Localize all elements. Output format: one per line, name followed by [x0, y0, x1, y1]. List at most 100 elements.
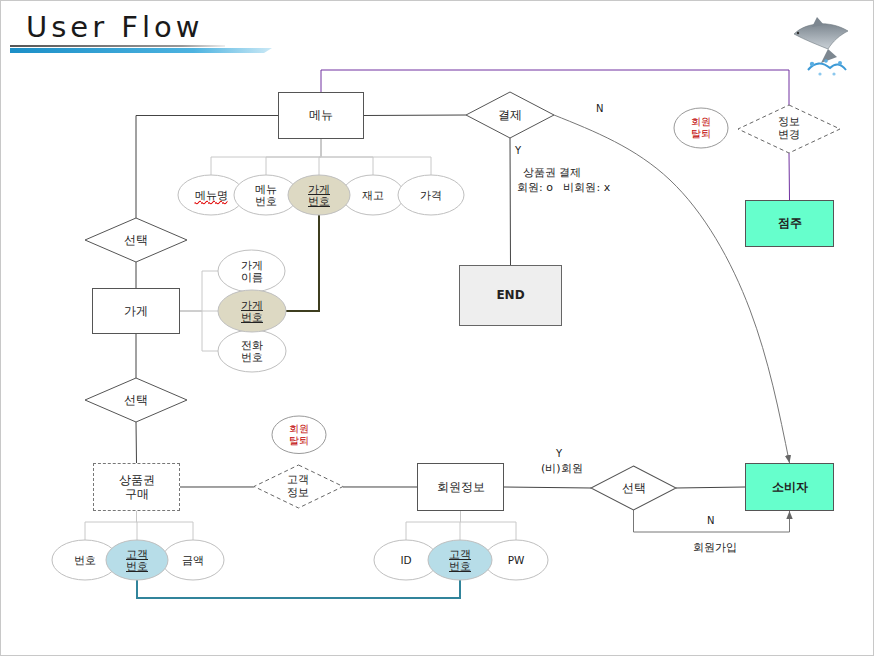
node-text: 가격 — [420, 189, 442, 201]
node-text: PW — [508, 554, 525, 566]
flow-line — [676, 487, 745, 488]
branch-note: (비)회원 — [540, 462, 584, 475]
ellipse-shape — [218, 250, 285, 292]
diamond-shape — [85, 218, 187, 262]
node-text: 메뉴명 — [195, 189, 228, 201]
attribute-line — [180, 271, 218, 311]
splash-drop — [824, 59, 828, 63]
ellipse-shape — [484, 540, 548, 580]
edge-label: N — [595, 103, 604, 115]
text-holder: 결제 — [498, 108, 522, 122]
flow-line — [364, 115, 466, 117]
entity-box: 회원정보 — [417, 463, 504, 511]
text-holder: 메뉴명 — [195, 189, 228, 201]
node-text: 메뉴 번호 — [255, 183, 277, 208]
text-holder: 가격 — [420, 189, 442, 201]
flow-line — [180, 486, 254, 487]
ellipse-shape — [218, 290, 286, 332]
text-holder: PW — [508, 554, 525, 566]
node-text: 상품권 구매 — [119, 473, 155, 501]
node-text: 선택 — [124, 393, 148, 407]
entity-box: 메뉴 — [278, 92, 364, 139]
withdraw-ellipse: 회원 탈퇴 — [272, 416, 326, 454]
note-text: 상품권 결제 — [522, 166, 583, 179]
branch-note: 회원가입 — [692, 541, 738, 554]
text-holder: 선택 — [124, 393, 148, 407]
attribute-ellipse: PW — [484, 540, 548, 580]
node-text: 고객 정보 — [287, 474, 309, 500]
text-holder: 선택 — [622, 481, 646, 495]
diamond-shape — [466, 92, 554, 138]
end-box: END — [459, 265, 562, 326]
text-holder: 고객 정보 — [287, 474, 309, 500]
ellipse-shape — [674, 108, 728, 148]
ellipse-shape — [428, 540, 492, 580]
text-holder: 메뉴 — [309, 108, 333, 122]
node-text: 회원정보 — [437, 480, 485, 494]
text-holder: 금액 — [182, 554, 204, 566]
key-attribute-ellipse: 고객 번호 — [106, 540, 168, 580]
ellipse-shape — [218, 330, 286, 372]
text-holder: 정보 변경 — [778, 116, 800, 142]
flow-line — [343, 486, 417, 487]
text-holder: 가게 번호 — [241, 299, 263, 324]
ellipse-shape — [272, 416, 326, 454]
text-holder: 가게 이름 — [241, 259, 263, 284]
text-holder: END — [496, 288, 524, 302]
text-holder: 전화 번호 — [241, 339, 263, 364]
text-holder: 번호 — [74, 554, 96, 566]
fish-eye — [797, 32, 799, 34]
node-text: 가게 이름 — [241, 259, 263, 284]
decision-diamond: 선택 — [591, 466, 676, 510]
fish-illustration — [794, 17, 848, 76]
flow-line — [136, 334, 137, 378]
flow-line — [510, 138, 512, 265]
text-holder: 가게 번호 — [308, 183, 330, 208]
flow-line — [136, 116, 278, 219]
node-text: 번호 — [74, 554, 96, 566]
key-attribute-ellipse: 가게 번호 — [218, 290, 286, 332]
fish-body — [794, 24, 848, 49]
splash-drop — [838, 61, 842, 65]
ellipse-shape — [342, 175, 404, 215]
diamond-shape — [85, 378, 187, 422]
node-text: 가게 번호 — [308, 183, 330, 208]
attribute-line — [137, 511, 194, 540]
splash-drop — [818, 72, 821, 75]
title-rule — [10, 45, 225, 47]
node-text: 고객 번호 — [449, 548, 471, 573]
node-text: 소비자 — [772, 480, 808, 494]
fish-fin — [812, 17, 824, 27]
fish-tail — [821, 49, 837, 63]
text-holder: 소비자 — [772, 480, 808, 494]
attribute-ellipse: 전화 번호 — [218, 330, 286, 372]
node-text: 결제 — [498, 108, 522, 122]
edge-label: N — [706, 515, 715, 527]
node-text: 선택 — [622, 481, 646, 495]
edge-label: Y — [514, 145, 522, 157]
node-text: 정보 변경 — [778, 116, 800, 142]
splash-drop — [810, 62, 814, 66]
attribute-line — [211, 139, 321, 175]
diamond-shape — [738, 105, 840, 153]
node-text: 가게 번호 — [241, 299, 263, 324]
key-link — [137, 580, 460, 598]
text-holder: 선택 — [124, 233, 148, 247]
entity-box: 가게 — [92, 288, 180, 334]
flow-line — [321, 70, 789, 105]
flow-arrow — [634, 510, 790, 532]
attribute-ellipse: 가게 이름 — [218, 250, 285, 292]
text-holder: 회원 탈퇴 — [691, 116, 711, 140]
decision-diamond: 정보 변경 — [738, 105, 840, 153]
key-attribute-ellipse: 가게 번호 — [288, 175, 350, 215]
edge-label: Y — [555, 448, 563, 460]
flow-line — [504, 487, 591, 488]
ellipse-shape — [106, 540, 168, 580]
node-text: 점주 — [778, 216, 802, 230]
node-text: 고객 번호 — [126, 548, 148, 573]
entity-box: 상품권 구매 — [93, 463, 180, 511]
text-holder: 고객 번호 — [449, 548, 471, 573]
diamond-shape — [591, 466, 676, 510]
text-holder: 회원정보 — [437, 480, 485, 494]
